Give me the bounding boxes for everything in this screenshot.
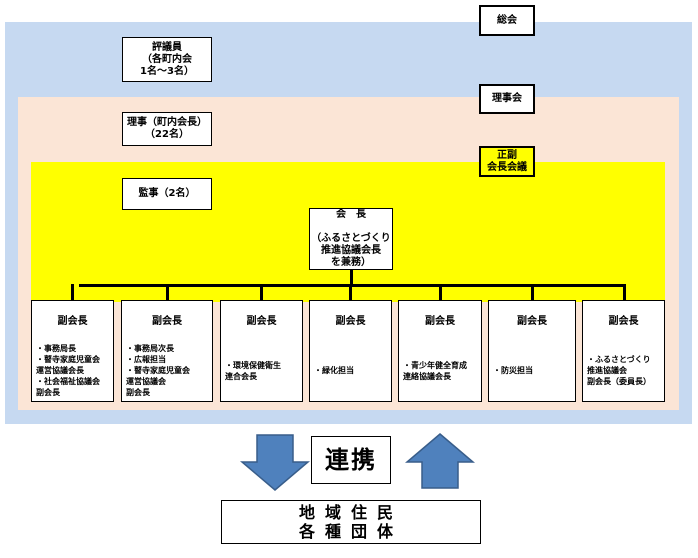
connector-bar (79, 284, 626, 287)
vice-president-duties: ・ふるさとづくり 推進協議会 副会長（委員長） (587, 342, 661, 399)
arrow-up-icon (405, 433, 475, 489)
vice-president-duties: ・防災担当 (493, 342, 572, 399)
duty-item: ・瞽寺家庭児童会 運営協議会 副会長 (126, 366, 190, 397)
vice-president-title: 副会長 (517, 316, 547, 327)
vice-president-duties: ・事務局長 ・瞽寺家庭児童会 運営協議会長 ・社会福祉協議会 副会長 (36, 342, 110, 399)
connector-drop (166, 284, 169, 301)
connector-drop (623, 284, 626, 301)
duty-item: ・広報担当 (126, 355, 166, 364)
duty-item: ・事務局長 (36, 344, 76, 353)
general-assembly-box: 総会 (479, 5, 535, 36)
vice-president-duties: ・緑化担当 (314, 342, 388, 399)
councillors-box: 評議員 （各町内会 1名～3名） (122, 37, 212, 82)
vice-president-title: 副会長 (608, 316, 639, 327)
duty-item: ・事務局次長 (126, 344, 174, 353)
connector-drop (260, 284, 263, 301)
vice-president-duties: ・環境保健衛生 連合会長 (225, 342, 299, 399)
duty-item: ・緑化担当 (314, 366, 354, 375)
duty-item: ・防災担当 (493, 366, 533, 375)
vice-president-title: 副会長 (425, 316, 455, 327)
duty-item: ・環境保健衛生 連合会長 (225, 360, 281, 381)
duty-item: ・ふるさとづくり 推進協議会 副会長（委員長） (587, 355, 651, 386)
vice-president-box: 副会長 ・青少年健全育成 連絡協議会長 (398, 300, 482, 402)
vice-president-box: 副会長 ・事務局長 ・瞽寺家庭児童会 運営協議会長 ・社会福祉協議会 副会長 (31, 300, 114, 402)
residents-box: 地域住民 各種団体 (221, 500, 481, 544)
directors-box: 理事（町内会長） （22名） (122, 112, 212, 146)
duty-item: ・瞽寺家庭児童会 運営協議会長 (36, 355, 100, 375)
vice-president-title: 副会長 (246, 316, 277, 327)
vice-president-title: 副会長 (57, 316, 88, 327)
president-box: 会 長 （ふるさとづくり 推進協議会長 を兼務） (309, 208, 393, 270)
vice-president-title: 副会長 (335, 316, 366, 327)
auditors-box: 監事（2名） (122, 178, 212, 210)
vice-president-box: 副会長 ・緑化担当 (309, 300, 392, 402)
duty-item: ・青少年健全育成 連絡協議会長 (403, 360, 467, 381)
arrow-down-icon (240, 434, 310, 491)
connector-trunk (350, 270, 353, 286)
vice-president-box: 副会長 ・ふるさとづくり 推進協議会 副会長（委員長） (582, 300, 665, 402)
connector-drop (349, 284, 352, 301)
vice-president-box: 副会長 ・環境保健衛生 連合会長 (220, 300, 303, 402)
vice-president-duties: ・事務局次長 ・広報担当 ・瞽寺家庭児童会 運営協議会 副会長 (126, 342, 209, 399)
duty-item: ・社会福祉協議会 副会長 (36, 377, 100, 397)
vice-president-duties: ・青少年健全育成 連絡協議会長 (403, 342, 478, 399)
connector-drop (439, 284, 442, 301)
vice-president-council-box: 正副 会長会議 (479, 146, 535, 177)
connector-drop (71, 284, 74, 301)
cooperation-box: 連携 (311, 436, 391, 484)
board-meeting-box: 理事会 (479, 84, 535, 114)
vice-president-title: 副会長 (152, 316, 182, 327)
vice-president-box: 副会長 ・防災担当 (488, 300, 576, 402)
vice-president-box: 副会長 ・事務局次長 ・広報担当 ・瞽寺家庭児童会 運営協議会 副会長 (121, 300, 213, 402)
connector-drop (531, 284, 534, 301)
